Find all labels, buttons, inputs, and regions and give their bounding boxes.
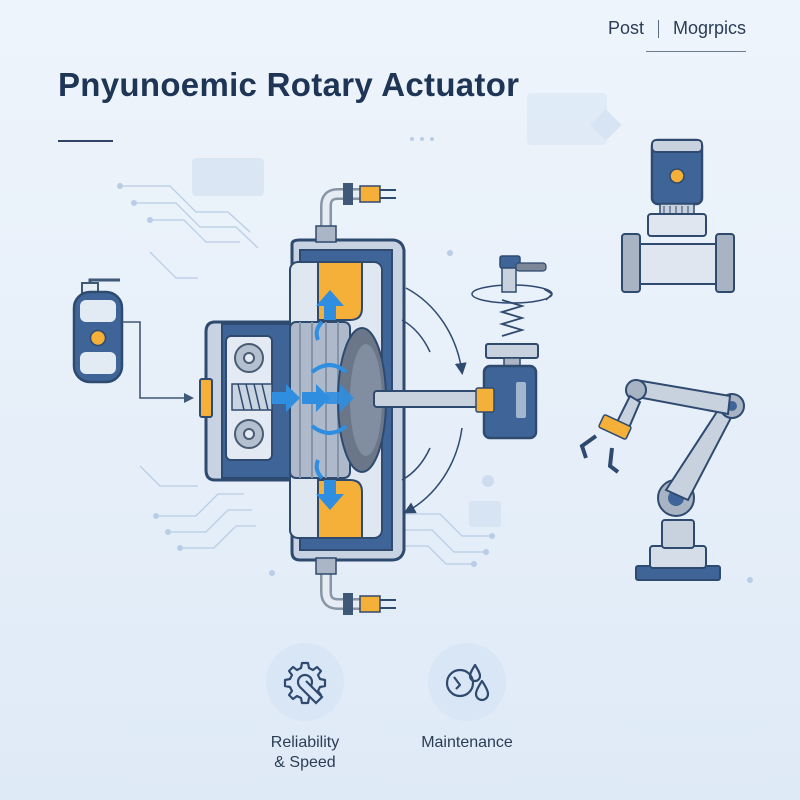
pipe-top (315, 183, 396, 243)
feature-reliability-bubble (266, 643, 344, 721)
nav-link-mogrpics[interactable]: Mogrpics (672, 18, 746, 38)
title-rule (58, 140, 113, 142)
gear-top (234, 343, 264, 373)
pipe-bottom (315, 557, 396, 615)
nav-separator (657, 19, 659, 38)
feature-maintenance-label: Maintenance (421, 734, 513, 751)
decor-squares (192, 93, 622, 527)
circuit-traces (120, 185, 492, 565)
gear-wrench-icon (283, 661, 327, 705)
air-tank (72, 278, 194, 403)
gear-bottom (234, 419, 264, 449)
rotation-arcs (401, 287, 467, 514)
feature-reliability: Reliability & Speed (235, 643, 375, 773)
water-drops-icon (445, 663, 490, 702)
pipeline-valve (621, 138, 735, 293)
feature-maintenance: Maintenance (397, 643, 537, 753)
page-title: Pnyunoemic Rotary Actuator (58, 66, 520, 103)
robot-arm (579, 378, 745, 581)
output-valve (471, 255, 553, 440)
feature-maintenance-bubble (428, 643, 506, 721)
nav-link-post[interactable]: Post (607, 18, 644, 38)
header-nav: Post Mogrpics (608, 18, 746, 39)
airflow-arrows (272, 290, 354, 510)
circuit-nodes (117, 137, 753, 583)
feature-reliability-label: Reliability & Speed (270, 734, 340, 771)
nav-underline (646, 51, 746, 52)
